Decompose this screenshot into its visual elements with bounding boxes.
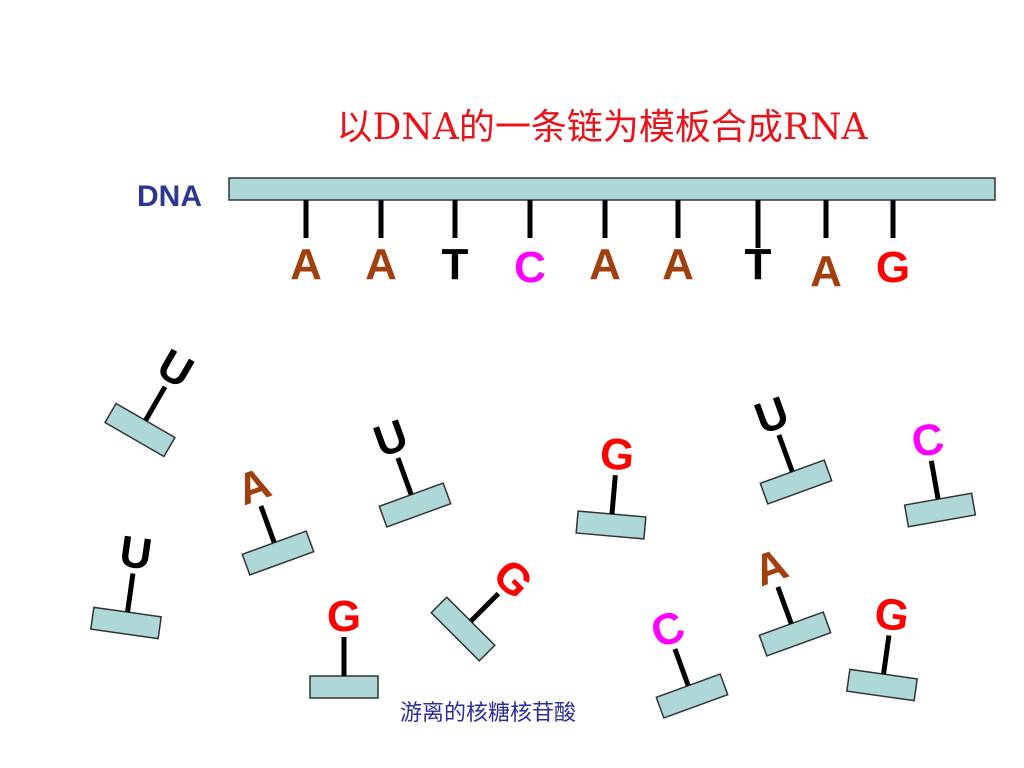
dna-base: A (662, 200, 694, 289)
base-stick (609, 474, 618, 515)
dna-label: DNA (137, 180, 202, 213)
sugar-phosphate-block (758, 611, 832, 657)
dna-base-letter: A (662, 240, 694, 289)
base-stick (469, 591, 501, 623)
nucleotide-base-letter: C (645, 601, 692, 658)
sugar-phosphate-block (759, 459, 833, 505)
dna-base: T (442, 200, 469, 289)
base-stick (672, 648, 691, 687)
dna-base-letter: A (810, 247, 842, 296)
free-nucleotide: U (89, 527, 163, 640)
base-stick (395, 457, 414, 496)
nucleotide-base-letter: G (871, 589, 912, 642)
dna-base-letter: T (745, 240, 772, 289)
free-nucleotides-caption: 游离的核糖核苷酸 (400, 701, 577, 726)
free-nucleotide: U (104, 340, 201, 458)
dna-base: T (745, 200, 772, 289)
free-nucleotide: G (845, 589, 919, 702)
dna-base: A (290, 200, 322, 289)
dna-base: C (514, 200, 546, 292)
nucleotide-base-letter: U (368, 410, 415, 467)
free-nucleotide: C (903, 414, 977, 528)
free-nucleotide: C (645, 601, 729, 719)
dna-base-letter: C (514, 243, 546, 292)
free-nucleotide: A (748, 539, 832, 657)
dna-base-letter: A (290, 240, 322, 289)
dna-base: A (589, 200, 621, 289)
dna-base-letter: G (876, 243, 910, 292)
free-nucleotide: A (231, 458, 315, 576)
base-stick (776, 434, 795, 473)
free-nucleotide: G (309, 592, 379, 699)
page-title: 以DNA的一条链为模板合成RNA (336, 107, 868, 148)
sugar-phosphate-block (845, 668, 919, 702)
dna-base-letter: T (442, 240, 469, 289)
sugar-phosphate-block (575, 510, 647, 540)
sugar-phosphate-block (378, 482, 452, 528)
dna-base: G (876, 200, 910, 292)
nucleotide-base-letter: U (117, 527, 155, 580)
nucleotide-base-letter: A (231, 458, 278, 515)
nucleotide-base-letter: G (598, 429, 636, 481)
base-stick (881, 635, 892, 675)
sugar-phosphate-block (241, 530, 315, 576)
nucleotide-base-letter: U (149, 340, 201, 398)
sugar-phosphate-block (655, 673, 729, 719)
free-nucleotide: U (368, 410, 452, 528)
sugar-phosphate-block (309, 675, 379, 699)
free-nucleotide: G (575, 429, 647, 540)
base-stick (143, 385, 168, 422)
dna-base: A (810, 200, 842, 296)
dna-base: A (365, 200, 397, 289)
dna-base-letter: A (365, 240, 397, 289)
sugar-phosphate-block (89, 606, 163, 640)
nucleotide-base-letter: G (327, 592, 361, 641)
nucleotide-base-letter: U (749, 387, 796, 444)
sugar-phosphate-block (104, 402, 176, 458)
nucleotide-base-letter: C (908, 414, 948, 468)
dna-base-letter: A (589, 240, 621, 289)
base-stick (775, 586, 794, 625)
nucleotide-base-letter: A (748, 539, 795, 596)
base-stick (125, 573, 136, 613)
base-stick (258, 505, 277, 544)
base-stick (928, 460, 941, 500)
free-nucleotide: U (749, 387, 833, 505)
free-nucleotide: G (430, 550, 542, 662)
dna-backbone (228, 177, 996, 201)
